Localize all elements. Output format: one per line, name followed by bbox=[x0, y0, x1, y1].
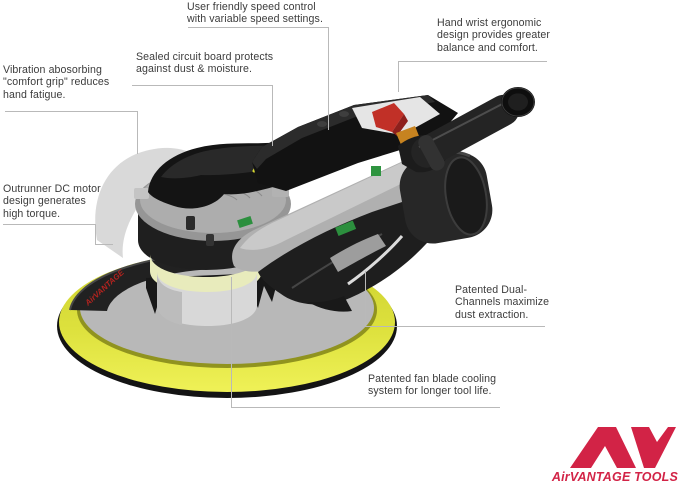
callout-vibration-grip: Vibration abosorbing "comfort grip" redu… bbox=[3, 64, 110, 101]
channel-cut-edge bbox=[347, 235, 404, 286]
tube-collar bbox=[418, 134, 445, 171]
boot-pin bbox=[206, 234, 214, 246]
logo-letter-v bbox=[631, 427, 676, 468]
green-board bbox=[237, 216, 253, 228]
speed-dial-knob bbox=[317, 121, 327, 127]
boot-pin bbox=[186, 216, 195, 230]
callout-hand-wrist: Hand wrist ergonomic design provides gre… bbox=[437, 17, 551, 54]
cylinder-shade bbox=[157, 272, 182, 325]
leader-dual-channels bbox=[365, 271, 545, 327]
brand-logo-mark bbox=[570, 427, 676, 468]
pale-ring bbox=[150, 254, 262, 294]
callout-outrunner-motor: Outrunner DC motor design generates high… bbox=[3, 183, 101, 220]
brand-logo-text: AirVANTAGE TOOLS bbox=[551, 470, 678, 484]
leader-speed-control bbox=[188, 27, 329, 130]
callout-dual-channels: Patented Dual- Channels maximize dust ex… bbox=[455, 284, 550, 321]
dust-port bbox=[399, 150, 493, 244]
end-cap-ring bbox=[501, 87, 535, 117]
leader-vibration-grip bbox=[5, 111, 138, 154]
leader-outrunner-motor bbox=[3, 224, 113, 245]
logo-letter-a bbox=[570, 427, 636, 468]
channel-cut-gray bbox=[330, 234, 386, 272]
red-switch-lever bbox=[372, 103, 404, 132]
leader-lines bbox=[3, 27, 547, 408]
handle-grip bbox=[398, 87, 535, 173]
end-cap-bore bbox=[508, 93, 528, 111]
red-switch-shade bbox=[392, 114, 408, 136]
disc-notch bbox=[134, 188, 149, 199]
leader-sealed-circuit bbox=[132, 85, 273, 146]
sander-illustration: AirVANTAGE bbox=[57, 87, 535, 398]
port-face-ring bbox=[444, 156, 488, 236]
green-bracket bbox=[371, 166, 381, 176]
callout-fan-cooling: Patented fan blade cooling system for lo… bbox=[368, 373, 497, 398]
housing-tail bbox=[308, 296, 352, 312]
rear-housing-dust-channels bbox=[258, 196, 442, 312]
callout-speed-control: User friendly speed control with variabl… bbox=[187, 1, 323, 26]
callout-sealed-circuit-board: Sealed circuit board protects against du… bbox=[136, 51, 274, 76]
leader-fan-cooling bbox=[231, 277, 500, 408]
green-board bbox=[335, 220, 357, 237]
speed-dial-knob bbox=[339, 111, 349, 117]
beam-top-face bbox=[240, 143, 458, 250]
tube-highlight bbox=[418, 98, 513, 148]
port-face bbox=[445, 157, 487, 235]
leader-hand-wrist bbox=[398, 61, 547, 92]
